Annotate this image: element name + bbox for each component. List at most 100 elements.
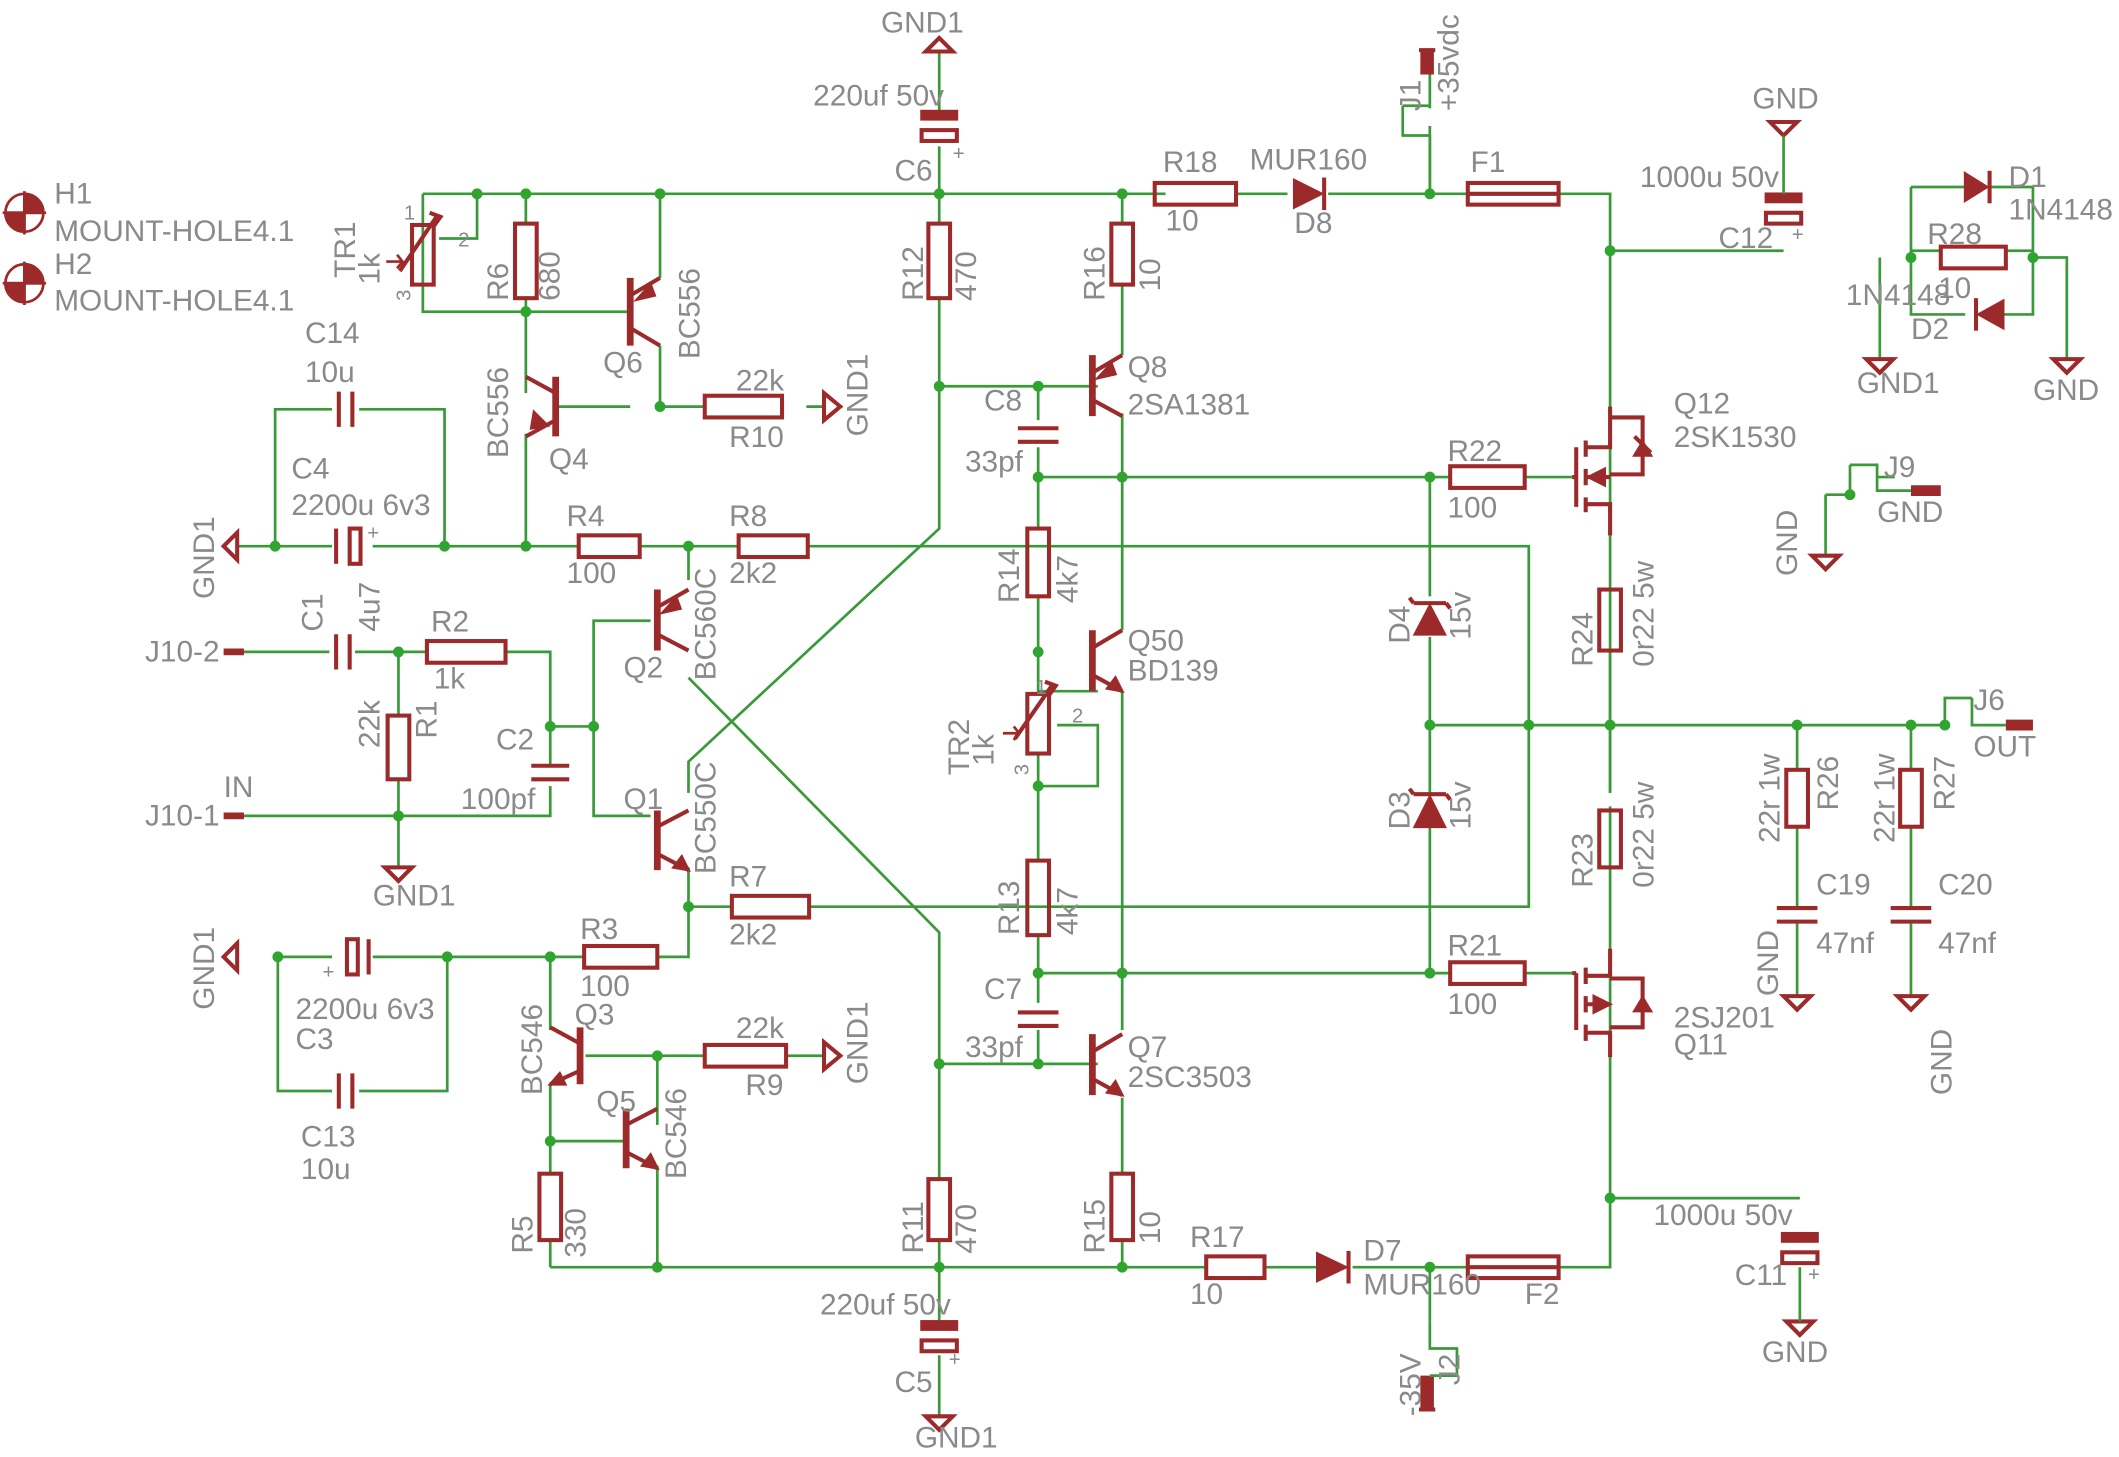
r12-value: 470 <box>950 251 983 301</box>
mount-hole-h1: H1 MOUNT-HOLE4.1 <box>2 177 294 248</box>
d4-value: 15v <box>1445 592 1478 640</box>
c11-ref: C11 <box>1735 1259 1787 1292</box>
q6-ref: Q6 <box>603 347 643 380</box>
tr2-value: 1k <box>967 734 1000 766</box>
r13-ref: R13 <box>993 880 1026 935</box>
r10-gnd1-label: GND1 <box>841 354 874 437</box>
r16-value: 10 <box>1134 258 1167 291</box>
r23-ref: R23 <box>1566 833 1599 888</box>
connectors <box>223 50 2033 1410</box>
svg-text:+: + <box>949 1349 961 1371</box>
c14-value: 10u <box>305 356 355 389</box>
h1-value: MOUNT-HOLE4.1 <box>54 215 294 248</box>
c20-gnd-label: GND <box>1926 1029 1959 1095</box>
tr1-pin2: 2 <box>458 230 469 252</box>
trimmer-tr1 <box>386 210 444 287</box>
r15-ref: R15 <box>1079 1199 1112 1254</box>
r26-ref: R26 <box>1812 756 1845 811</box>
q7-value: 2SC3503 <box>1128 1061 1252 1094</box>
q12-ref: Q12 <box>1674 387 1730 420</box>
r3-value: 100 <box>580 970 630 1003</box>
c3-value: 2200u 6v3 <box>295 993 434 1026</box>
tr1-ref: TR1 <box>329 222 362 278</box>
svg-text:+: + <box>1808 1264 1820 1286</box>
c6-gnd1-label: GND1 <box>881 7 964 40</box>
r9-value: 22k <box>736 1012 784 1045</box>
c11-value: 1000u 50v <box>1653 1199 1792 1232</box>
f2-ref: F2 <box>1525 1278 1560 1311</box>
c8-ref: C8 <box>984 385 1022 418</box>
r16-ref: R16 <box>1079 246 1112 301</box>
c2-value: 100pf <box>461 783 536 816</box>
r28-gnd-label: GND <box>2033 374 2099 407</box>
q50-ref: Q50 <box>1128 625 1184 658</box>
j9-gnd-net-label: GND <box>1771 510 1804 576</box>
r17-ref: R17 <box>1190 1221 1245 1254</box>
r13-value: 4k7 <box>1051 887 1084 935</box>
r9-ref: R9 <box>745 1069 783 1102</box>
r8-value: 2k2 <box>729 557 777 590</box>
labels: TR1 1k 1 2 3 R6 680 Q6 BC556 BC556 Q4 22… <box>145 7 2113 1455</box>
c14-ref: C14 <box>305 317 360 350</box>
q4-value: BC556 <box>482 367 515 458</box>
c6-value: 220uf 50v <box>813 80 944 113</box>
d3-ref: D3 <box>1384 791 1417 829</box>
tr1-value: 1k <box>353 253 386 285</box>
r27-ref: R27 <box>1928 756 1961 811</box>
power-symbols <box>220 35 2086 1433</box>
r7-ref: R7 <box>729 860 767 893</box>
d8-value: MUR160 <box>1250 143 1368 176</box>
d8-ref: D8 <box>1294 207 1332 240</box>
r10-ref: R10 <box>729 421 784 454</box>
f1-ref: F1 <box>1471 146 1506 179</box>
q11-value: 2SJ201 <box>1674 1001 1775 1034</box>
r22-value: 100 <box>1447 492 1497 525</box>
q2-value: BC560C <box>690 568 723 681</box>
c20-value: 47nf <box>1938 927 1997 960</box>
c8-value: 33pf <box>965 446 1024 479</box>
capacitors: + + + + + + <box>323 109 1932 1371</box>
r8-ref: R8 <box>729 500 767 533</box>
q2-ref: Q2 <box>623 652 663 685</box>
r6-value: 680 <box>534 251 567 301</box>
tr2-pin3: 3 <box>1012 764 1034 775</box>
j2-net: -35V <box>1394 1353 1427 1416</box>
j6-ref: J6 <box>1973 684 2004 717</box>
r28-value: 10 <box>1938 272 1971 305</box>
c5-value: 220uf 50v <box>820 1289 951 1322</box>
svg-text:+: + <box>1792 224 1804 246</box>
c19-ref: C19 <box>1816 868 1871 901</box>
r22-ref: R22 <box>1447 435 1502 468</box>
r6-ref: R6 <box>482 263 515 301</box>
q4-ref: Q4 <box>549 443 589 476</box>
d7-value: MUR160 <box>1363 1268 1481 1301</box>
c12-value: 1000u 50v <box>1640 161 1779 194</box>
r24-value: 0r22 5w <box>1627 560 1660 666</box>
c12-ref: C12 <box>1719 222 1774 255</box>
r28-ref: R28 <box>1927 218 1982 251</box>
c11-gnd-label: GND <box>1762 1336 1828 1369</box>
q1-value: BC550C <box>690 762 723 875</box>
c6-ref: C6 <box>894 154 932 187</box>
diodes <box>1292 170 2005 1284</box>
r4-ref: R4 <box>567 500 605 533</box>
q11-ref: Q11 <box>1674 1028 1728 1061</box>
c12-gnd-label: GND <box>1752 82 1818 115</box>
h2-ref: H2 <box>54 248 92 281</box>
tr2-ref: TR2 <box>943 719 976 775</box>
c1-value: 4u7 <box>353 582 386 632</box>
c13-value: 10u <box>301 1153 351 1186</box>
r2-value: 1k <box>434 662 466 695</box>
svg-text:+: + <box>367 522 379 544</box>
r1-ref: R1 <box>410 701 443 739</box>
mount-hole-h2: H2 MOUNT-HOLE4.1 <box>2 248 294 317</box>
tr1-pin1: 1 <box>404 203 415 225</box>
c7-value: 33pf <box>965 1031 1024 1064</box>
r17-value: 10 <box>1190 1278 1223 1311</box>
d2-ref: D2 <box>1911 313 1949 346</box>
c2-ref: C2 <box>496 723 534 756</box>
r3-ref: R3 <box>580 913 618 946</box>
j10-2-label: J10-2 <box>145 635 220 668</box>
q12-value: 2SK1530 <box>1674 421 1797 454</box>
